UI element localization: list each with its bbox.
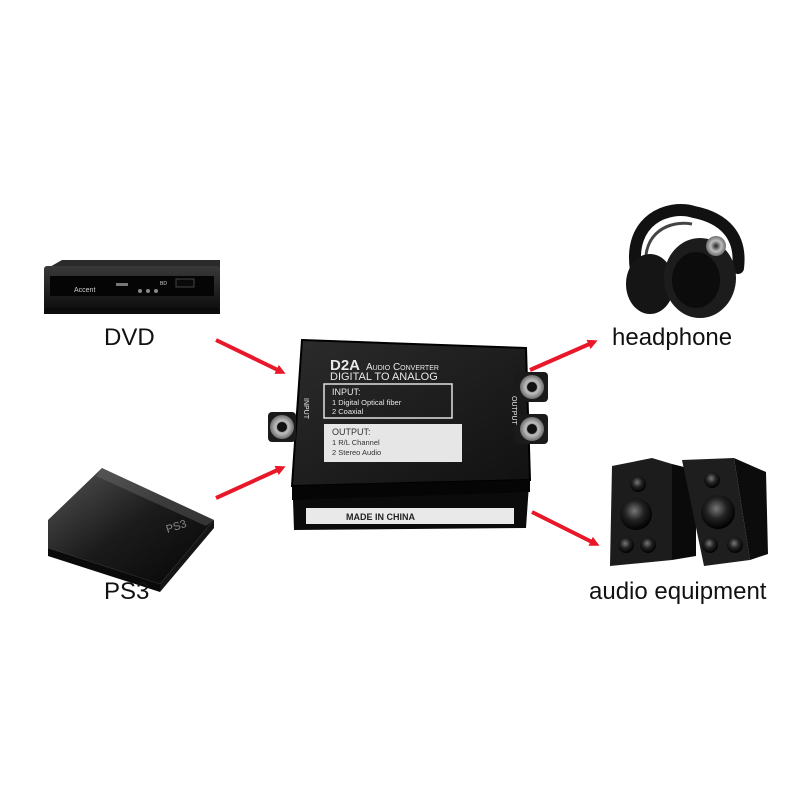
audio-equipment-label: audio equipment xyxy=(589,578,767,605)
converter-side-input: INPUT xyxy=(302,398,309,420)
converter-made-in: MADE IN CHINA xyxy=(346,512,415,522)
dvd-label: DVD xyxy=(104,324,155,351)
dvd-logo-text: BD xyxy=(160,281,167,287)
converter-input-line2: 2 Coaxial xyxy=(332,407,364,416)
ps3-label: PS3 xyxy=(104,578,150,605)
dvd-brand-text: Accent xyxy=(74,287,95,294)
converter-output-line2: 2 Stereo Audio xyxy=(332,448,381,457)
converter-input-title: INPUT: xyxy=(332,387,361,397)
converter-subtitle: Audio Converter xyxy=(366,362,439,373)
converter-side-output: OUTPUT xyxy=(510,396,517,426)
headphone-label: headphone xyxy=(612,324,733,351)
dvd-player-image xyxy=(44,260,220,314)
arrow-converter-to-speakers xyxy=(531,510,600,546)
arrow-ps3-to-converter xyxy=(215,465,286,500)
converter-output-line1: 1 R/L Channel xyxy=(332,438,380,447)
converter-tagline: DIGITAL TO ANALOG xyxy=(330,371,438,383)
arrow-dvd-to-converter xyxy=(215,338,286,374)
arrow-converter-to-headphone xyxy=(529,339,598,372)
headphones-image xyxy=(626,204,745,318)
ps3-console-image xyxy=(48,468,214,592)
converter-brand: D2A xyxy=(330,357,360,374)
converter-input-line1: 1 Digital Optical fiber xyxy=(332,398,402,407)
converter-box xyxy=(268,338,548,530)
speakers-image xyxy=(610,458,768,566)
converter-output-title: OUTPUT: xyxy=(332,427,371,437)
